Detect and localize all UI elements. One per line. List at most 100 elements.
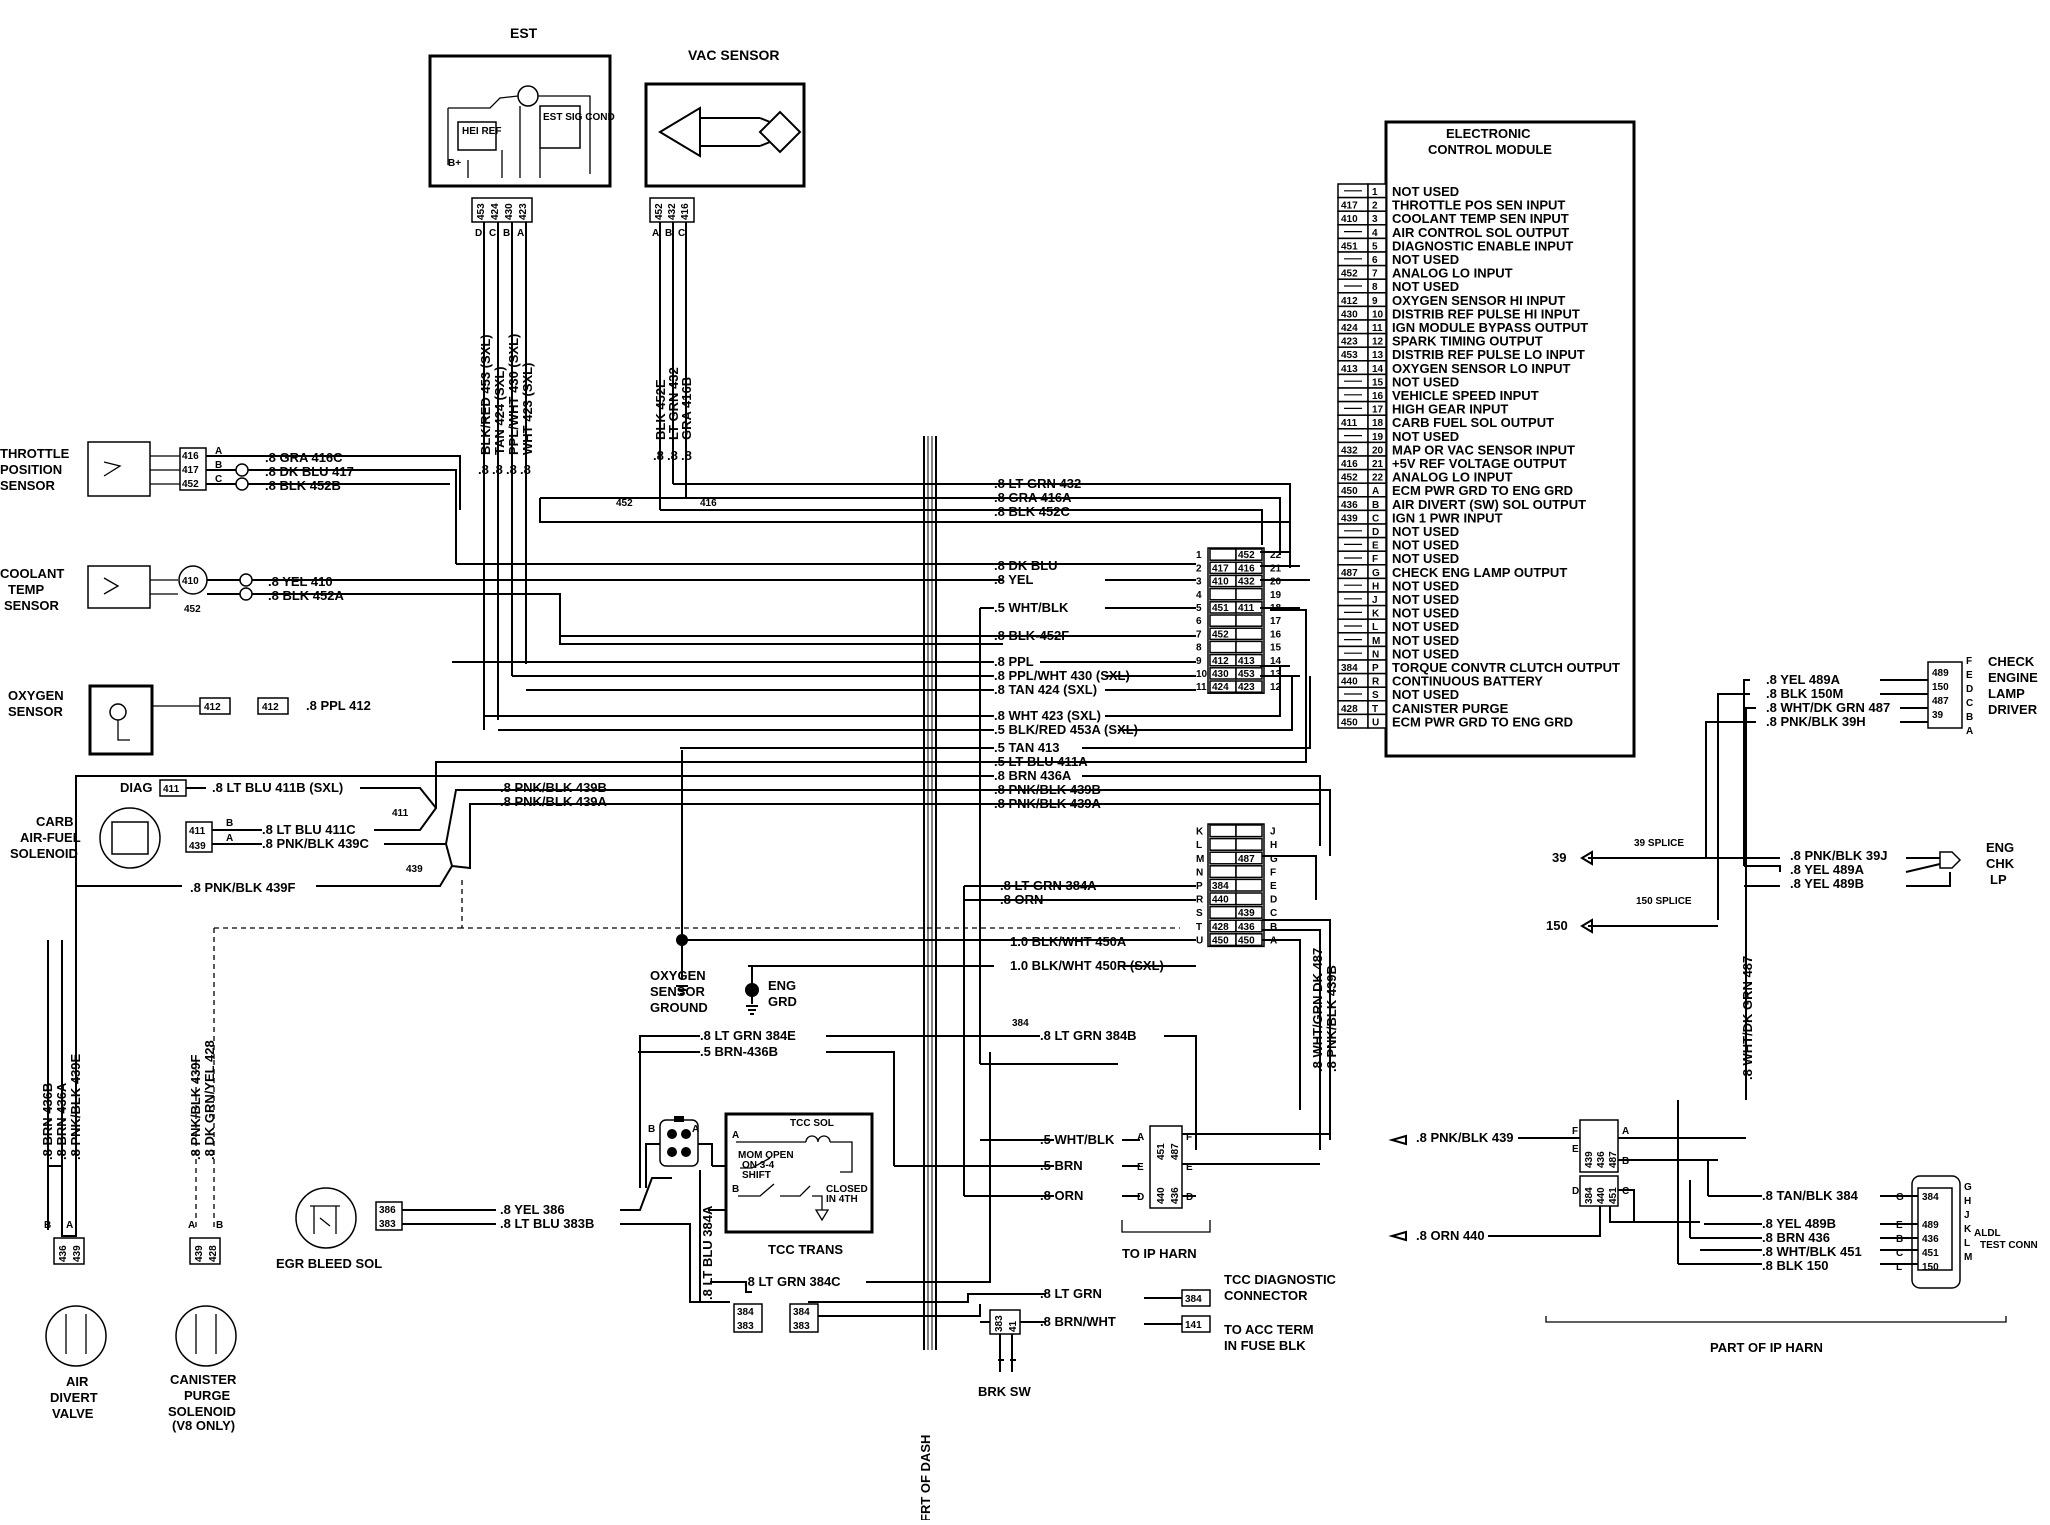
- ecm-pin-id: T: [1372, 704, 1378, 715]
- oxygen-sensor: OXYGEN SENSOR 412 412 .8 PPL 412: [8, 684, 371, 756]
- tcc-diag-label-1: TCC DIAGNOSTIC: [1224, 1272, 1337, 1287]
- aldl-pin-489: 489: [1922, 1220, 1939, 1231]
- svg-text:.8: .8: [653, 448, 664, 463]
- est-letter-a: A: [517, 228, 524, 239]
- part-ip-harn-label: PART OF IP HARN: [1710, 1340, 1823, 1355]
- ecm-pin-label: TORQUE CONVTR CLUTCH OUTPUT: [1392, 660, 1620, 675]
- mid-section: .8 LT GRN 384A .8 ORN 1.0 BLK/WHT 450A 1…: [638, 750, 1339, 1399]
- conn-pin-right: E: [1270, 881, 1277, 892]
- aldl-letter-g: G: [1964, 1182, 1972, 1193]
- ecm-pin-id: 9: [1372, 296, 1378, 307]
- ecm-wire-num: 430: [1341, 309, 1358, 320]
- ecm-pin-label: IGN 1 PWR INPUT: [1392, 510, 1503, 525]
- ced-pin-489: 489: [1932, 668, 1949, 679]
- ecm-pin-id: 5: [1372, 241, 1378, 252]
- ecm-pin-id: S: [1372, 690, 1379, 701]
- ecm-pin-label: ECM PWR GRD TO ENG GRD: [1392, 714, 1573, 729]
- est-wire-430: PPL/WHT 430 (SXL): [506, 334, 521, 455]
- mid-wire-487: .8 WHT/GRN DK 487: [1310, 948, 1325, 1072]
- iphr-cell-451: 451: [1608, 1187, 1619, 1204]
- mid-wire-orn: .8 ORN: [1000, 892, 1043, 907]
- mid-wire-450a: 1.0 BLK/WHT 450A: [1010, 934, 1127, 949]
- mid-wire-384c: .8 LT GRN 384C: [744, 1274, 841, 1289]
- ecm-pin-label: ECM PWR GRD TO ENG GRD: [1392, 483, 1573, 498]
- est-letter-b: B: [503, 228, 510, 239]
- tps-wire-416c: .8 GRA 416C: [265, 450, 343, 465]
- mid-wire-orn2: .8 ORN: [1040, 1188, 1083, 1203]
- est-vac-wires: 452 416: [483, 222, 1291, 730]
- aldl-wire-436: .8 BRN 436: [1762, 1230, 1830, 1245]
- ecl-wire-489b: .8 YEL 489B: [1790, 876, 1864, 891]
- ecm-wire-num: 423: [1341, 337, 1358, 348]
- trunk-wire-423: .8 WHT 423 (SXL): [994, 708, 1101, 723]
- aldl-wire-384: .8 TAN/BLK 384: [1762, 1188, 1859, 1203]
- tcc-trans: B A TCC SOL A MOM OPEN ON 3-4 SHIFT B CL…: [645, 1112, 874, 1333]
- ecm-pin-id: 14: [1372, 364, 1384, 375]
- est-wire-453: BLK/RED 453 (SXL): [478, 334, 493, 455]
- iphr-letter-a: A: [1622, 1126, 1629, 1137]
- trunk-wire-yel: .8 YEL: [994, 572, 1034, 587]
- coolant-wire-452a: .8 BLK 452A: [268, 588, 344, 603]
- conn-cell: 424: [1212, 682, 1229, 693]
- conn-cell: 384: [1212, 881, 1229, 892]
- vac-letter-a: A: [652, 228, 659, 239]
- ecm-pin-id: U: [1372, 717, 1379, 728]
- conn-cell: 428: [1212, 922, 1229, 933]
- ecm-pin-label: NOT USED: [1392, 646, 1459, 661]
- tcc-sol-label: TCC SOL: [790, 1118, 834, 1129]
- ced-letter-d: D: [1966, 684, 1973, 695]
- ecm-wire-num: 428: [1341, 704, 1358, 715]
- part-of-ip-harn: .8 PNK/BLK 439 .8 ORN 440 F E D A B C 43…: [1388, 1100, 2038, 1355]
- iphr-cell-384: 384: [1584, 1187, 1595, 1204]
- brk-pin-41: 41: [1008, 1320, 1019, 1332]
- ox-ground-label-1: OXYGEN: [650, 968, 706, 983]
- aldl-wire-489b: .8 YEL 489B: [1762, 1216, 1836, 1231]
- conn-pin-left: N: [1196, 867, 1203, 878]
- aldl-pin-150: 150: [1922, 1262, 1939, 1273]
- throttle-label-1: THROTTLE: [0, 446, 70, 461]
- carb-pin-439: 439: [189, 841, 206, 852]
- coolant-temp-sensor: COOLANT TEMP SENSOR 410 452 .8 YEL 410 .…: [0, 565, 1003, 645]
- est-letter-c: C: [489, 228, 496, 239]
- conn-pin-left: U: [1196, 935, 1203, 946]
- trunk-wire-439a: .8 PNK/BLK 439A: [994, 796, 1102, 811]
- ecm-pin-id: 12: [1372, 337, 1384, 348]
- diag-label: DIAG: [120, 780, 153, 795]
- ecm-pin-id: E: [1372, 541, 1379, 552]
- svg-text:A: A: [1137, 1132, 1144, 1143]
- est-pin-423: 423: [518, 203, 529, 220]
- mid-wire-whtblk: .5 WHT/BLK: [1040, 1132, 1115, 1147]
- ecm-pin-id: 20: [1372, 445, 1384, 456]
- tcc-mom-1: MOM OPEN: [738, 1150, 794, 1161]
- ecm-pin-id: R: [1372, 677, 1380, 688]
- trunk-wire-453a: .5 BLK/RED 453A (SXL): [994, 722, 1138, 737]
- aldl-wire-451: .8 WHT/BLK 451: [1762, 1244, 1862, 1259]
- ecm-pin-label: DISTRIB REF PULSE HI INPUT: [1392, 306, 1580, 321]
- diag-wire-411b: .8 LT BLU 411B (SXL): [212, 780, 343, 795]
- conn-pin-left: 5: [1196, 603, 1202, 614]
- vac-letter-b: B: [665, 228, 672, 239]
- conn-cell: 450: [1212, 935, 1229, 946]
- diag-num-411: 411: [392, 808, 409, 819]
- svg-text:383: 383: [793, 1321, 810, 1332]
- est-title: EST: [510, 25, 538, 41]
- eng-grd-label-1: ENG: [768, 978, 796, 993]
- right-wire-487: .8 WHT/DK GRN 487: [1740, 956, 1755, 1080]
- conn-pin-right: B: [1270, 922, 1277, 933]
- ced-wire-39h: .8 PNK/BLK 39H: [1766, 714, 1866, 729]
- ecm-wire-num: 452: [1341, 269, 1358, 280]
- iphr-letter-d: D: [1572, 1186, 1579, 1197]
- air-pin-436: 436: [58, 1245, 69, 1262]
- trunk-wire-452c: .8 BLK 452C: [994, 504, 1070, 519]
- conn-cell: 430: [1212, 669, 1229, 680]
- iphr-cell-440: 440: [1596, 1187, 1607, 1204]
- ced-pin-150: 150: [1932, 682, 1949, 693]
- splice-39-label: 39 SPLICE: [1634, 838, 1684, 849]
- ecm-pin-id: 19: [1372, 432, 1384, 443]
- ecm-wire-num: 411: [1341, 418, 1358, 429]
- air-label-3: VALVE: [52, 1406, 94, 1421]
- coolant-label-1: COOLANT: [0, 566, 64, 581]
- ox-ground-label-2: SENSOR: [650, 984, 706, 999]
